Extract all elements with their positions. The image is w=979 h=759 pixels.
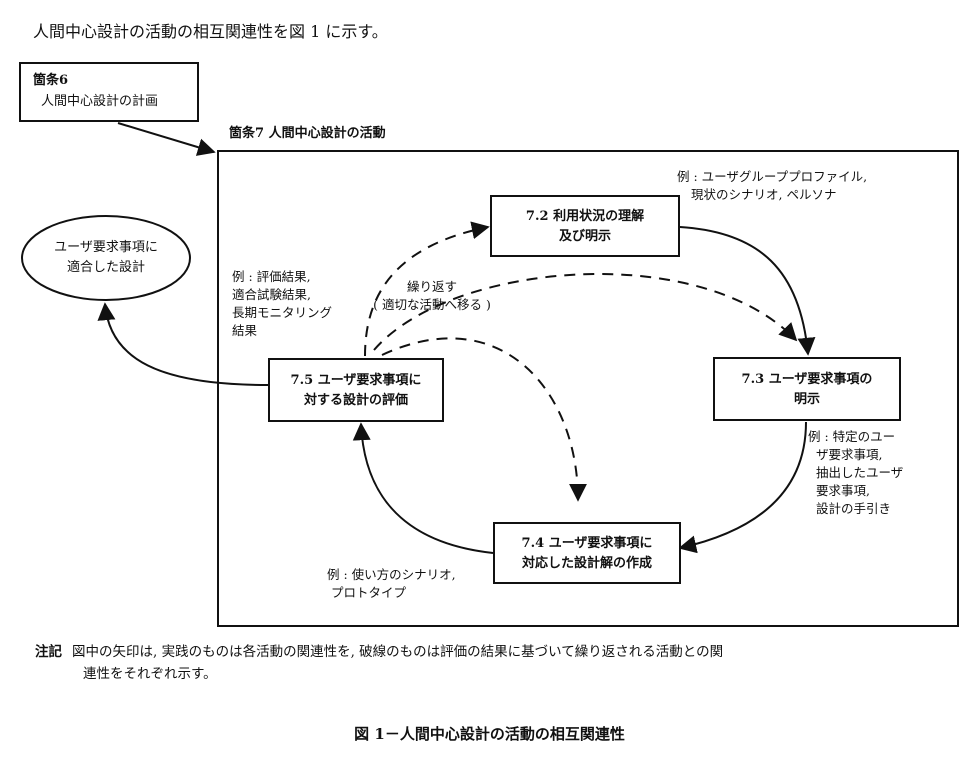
activity-73-line2: 明示 bbox=[793, 392, 820, 407]
arrow-74-to-75 bbox=[352, 422, 494, 554]
activity-75-line1: 7.5 ユーザ要求事項に bbox=[290, 373, 422, 388]
figure-caption: 図 1－人間中心設計の活動の相互関連性 bbox=[354, 725, 625, 743]
iterate-line1: 繰り返す bbox=[406, 279, 457, 294]
example-75-line3: 長期モニタリング bbox=[232, 305, 333, 320]
iterate-label: 繰り返す ( 適切な活動へ移る ) bbox=[352, 278, 512, 314]
example-72-line1: 例 : ユーザグループプロファイル, bbox=[677, 169, 868, 184]
intro-text: 人間中心設計の活動の相互関連性を図 1 に示す。 bbox=[33, 22, 388, 41]
result-ellipse-text: ユーザ要求事項に 適合した設計 bbox=[24, 238, 188, 278]
activity-75-box: 7.5 ユーザ要求事項に 対する設計の評価 bbox=[268, 358, 444, 422]
example-73-line2: ザ要求事項, bbox=[816, 447, 883, 462]
iterate-line2: ( 適切な活動へ移る ) bbox=[373, 297, 491, 312]
dashed-arrow-75-to-74 bbox=[381, 337, 587, 502]
activity-74-line2: 対応した設計解の作成 bbox=[521, 556, 652, 571]
example-74: 例 : 使い方のシナリオ, プロトタイプ bbox=[327, 566, 456, 602]
dashed-arrow-75-to-72 bbox=[364, 221, 490, 357]
footnote: 注記図中の矢印は, 実践のものは各活動の関連性を, 破線のものは評価の結果に基づ… bbox=[35, 641, 955, 685]
activity-74-line1: 7.4 ユーザ要求事項に bbox=[521, 536, 653, 551]
activity-73-box: 7.3 ユーザ要求事項の 明示 bbox=[713, 357, 901, 421]
example-73-line1: 例 : 特定のユー bbox=[808, 429, 896, 444]
clause7-label: 箇条7 人間中心設計の活動 bbox=[229, 126, 386, 141]
example-74-line1: 例 : 使い方のシナリオ, bbox=[327, 567, 456, 582]
activity-72-line1: 7.2 利用状況の理解 bbox=[525, 209, 645, 224]
example-75-line4: 結果 bbox=[232, 323, 258, 338]
example-75-line1: 例 : 評価結果, bbox=[232, 269, 311, 284]
example-72-line2: 現状のシナリオ, ペルソナ bbox=[691, 187, 837, 202]
example-73-line3: 抽出したユーザ bbox=[816, 465, 904, 480]
activity-75-line2: 対する設計の評価 bbox=[303, 393, 408, 408]
example-72: 例 : ユーザグループプロファイル, 現状のシナリオ, ペルソナ bbox=[677, 168, 867, 204]
footnote-line1: 図中の矢印は, 実践のものは各活動の関連性を, 破線のものは評価の結果に基づいて… bbox=[72, 644, 724, 660]
activity-74-box: 7.4 ユーザ要求事項に 対応した設計解の作成 bbox=[493, 522, 681, 584]
result-ellipse bbox=[21, 215, 191, 301]
result-line-1: ユーザ要求事項に bbox=[54, 240, 158, 255]
footnote-label: 注記 bbox=[35, 644, 62, 660]
arrow-plan-to-activities bbox=[117, 122, 216, 156]
clause6-title: 人間中心設計の計画 bbox=[41, 94, 159, 109]
example-75: 例 : 評価結果, 適合試験結果, 長期モニタリング 結果 bbox=[232, 268, 332, 340]
activity-72-line2: 及び明示 bbox=[558, 229, 611, 244]
activity-73-line1: 7.3 ユーザ要求事項の bbox=[741, 372, 873, 387]
footnote-line2: 連性をそれぞれ示す。 bbox=[83, 666, 217, 682]
clause6-label: 箇条6 bbox=[33, 73, 69, 88]
example-73-line5: 設計の手引き bbox=[816, 501, 892, 516]
arrow-72-to-73 bbox=[679, 226, 816, 356]
clause6-box: 箇条6 人間中心設計の計画 bbox=[19, 62, 199, 122]
example-73-line4: 要求事項, bbox=[816, 483, 870, 498]
result-line-2: 適合した設計 bbox=[66, 260, 145, 275]
arrow-75-to-result bbox=[97, 302, 269, 386]
activity-72-box: 7.2 利用状況の理解 及び明示 bbox=[490, 195, 680, 257]
example-75-line2: 適合試験結果, bbox=[232, 287, 311, 302]
arrow-73-to-74 bbox=[678, 421, 807, 554]
example-74-line2: プロトタイプ bbox=[331, 585, 407, 600]
example-73: 例 : 特定のユー ザ要求事項, 抽出したユーザ 要求事項, 設計の手引き bbox=[808, 428, 903, 518]
clause7-frame bbox=[217, 150, 959, 627]
